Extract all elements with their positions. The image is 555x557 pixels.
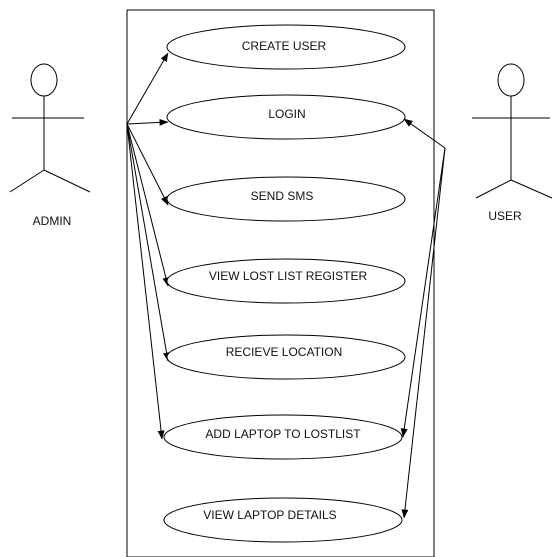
use-case-label: RECIEVE LOCATION — [226, 345, 342, 359]
actor-head — [497, 63, 525, 97]
use-case-ellipse — [166, 94, 406, 140]
association-admin-to-view-lost-list-register — [126, 123, 170, 287]
use-case-ellipse — [166, 176, 406, 222]
association-admin-to-add-laptop-to-lostlist — [126, 123, 165, 440]
actor-label: ADMIN — [33, 214, 72, 228]
use-case-ellipse — [166, 24, 406, 70]
use-case-ellipse — [163, 414, 403, 460]
actor-head — [30, 63, 58, 97]
associations — [126, 52, 446, 519]
stick-figure-icon — [9, 63, 91, 193]
use-case-create-user[interactable]: CREATE USER — [166, 24, 406, 70]
use-case-label: LOGIN — [268, 107, 305, 121]
system-boundary — [126, 9, 435, 557]
use-case-ellipse — [166, 334, 406, 380]
actor-right-leg — [510, 179, 553, 199]
association-admin-to-create-user — [126, 52, 169, 125]
association-admin-to-login — [126, 118, 169, 126]
association-user-to-add-laptop-to-lostlist — [400, 147, 446, 438]
association-user-to-view-laptop-details — [401, 147, 446, 519]
actor-right-leg — [43, 169, 91, 193]
association-user-to-login — [403, 118, 446, 149]
association-admin-to-recieve-location — [126, 123, 170, 362]
association-admin-to-send-sms — [126, 123, 169, 206]
actor-user[interactable]: USER — [472, 63, 553, 223]
use-case-login[interactable]: LOGIN — [166, 94, 406, 140]
use-case-view-laptop-details[interactable]: VIEW LAPTOP DETAILS — [163, 497, 403, 543]
use-case-label: VIEW LAPTOP DETAILS — [203, 508, 336, 522]
stick-figure-icon — [472, 63, 553, 199]
actor-left-leg — [9, 169, 45, 193]
use-case-label: ADD LAPTOP TO LOSTLIST — [205, 427, 361, 441]
use-case-view-lost-list-register[interactable]: VIEW LOST LIST REGISTER — [166, 258, 406, 304]
use-case-add-laptop-to-lostlist[interactable]: ADD LAPTOP TO LOSTLIST — [163, 414, 403, 460]
actor-label: USER — [488, 209, 522, 223]
use-case-recieve-location[interactable]: RECIEVE LOCATION — [166, 334, 406, 380]
use-case-label: SEND SMS — [251, 189, 314, 203]
actor-admin[interactable]: ADMIN — [9, 63, 91, 228]
use-case-ellipse — [163, 497, 403, 543]
use-case-ellipse — [166, 258, 406, 304]
actor-left-leg — [475, 179, 512, 199]
use-case-label: CREATE USER — [242, 39, 327, 53]
use-case-label: VIEW LOST LIST REGISTER — [209, 269, 368, 283]
use-case-send-sms[interactable]: SEND SMS — [166, 176, 406, 222]
